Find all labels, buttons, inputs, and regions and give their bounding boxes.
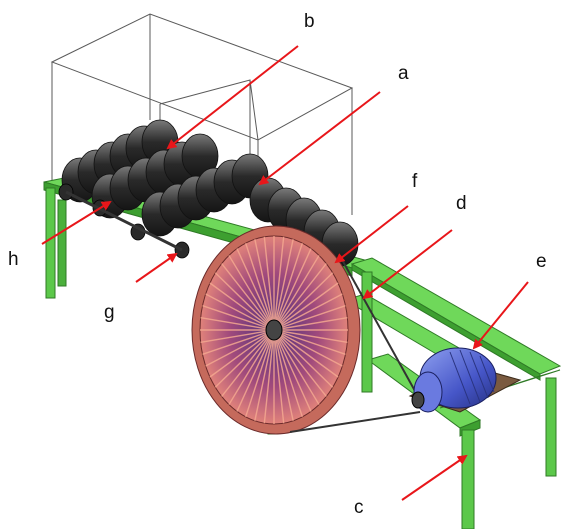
- wheel-spoke: [209, 329, 275, 378]
- wheel-spoke: [202, 305, 275, 331]
- arrow-d: [362, 229, 453, 300]
- wheel-spoke: [228, 329, 275, 405]
- motor: [408, 347, 522, 413]
- wheel-spoke: [221, 329, 275, 397]
- large-wheel: [191, 225, 361, 435]
- wheel-spoke: [214, 329, 275, 388]
- arrow-g: [135, 252, 178, 283]
- belt: [289, 255, 421, 433]
- wheel-spoke: [273, 329, 348, 343]
- label-a: a: [398, 63, 409, 84]
- label-h: h: [8, 249, 19, 270]
- arrow-c: [401, 454, 468, 501]
- wheel-spoke: [273, 329, 303, 418]
- arrow-e: [472, 281, 529, 350]
- wheel-spoke: [209, 282, 275, 331]
- label-b: b: [304, 11, 315, 32]
- wheel-spoke: [273, 263, 327, 331]
- drum-rollers: [58, 119, 359, 267]
- wheel-spoke: [273, 329, 334, 388]
- label-d: d: [456, 193, 467, 214]
- wheel-spoke: [273, 329, 339, 378]
- wheel-spoke: [273, 236, 285, 331]
- wheel-spoke: [273, 282, 339, 331]
- label-e: e: [536, 251, 547, 272]
- wheel-spoke: [273, 272, 334, 331]
- arrow-f: [334, 205, 409, 264]
- wheel-spoke: [273, 329, 327, 397]
- wheel-spoke: [263, 236, 275, 331]
- wheel-spoke: [202, 329, 275, 355]
- label-c: c: [354, 497, 364, 518]
- wheel-spoke: [273, 242, 303, 331]
- wheel-spoke: [273, 305, 346, 331]
- wheel-spoke: [228, 255, 275, 331]
- wheel-spoke: [245, 329, 275, 418]
- wheel-spoke: [205, 329, 275, 367]
- arrow-b: [166, 45, 299, 150]
- wheel-spoke: [273, 329, 346, 355]
- wheel-spoke: [205, 293, 275, 331]
- wheel-spoke: [273, 293, 343, 331]
- pointer-arrows: [41, 45, 529, 501]
- wheel-spoke: [263, 329, 275, 424]
- wheel-spoke: [236, 248, 275, 331]
- wheel-spoke: [273, 329, 285, 424]
- arrow-a: [258, 91, 381, 186]
- wheel-spoke: [273, 329, 294, 421]
- wheel-spoke: [236, 329, 275, 412]
- wheel-spoke: [254, 239, 275, 331]
- wheel-spoke: [254, 329, 275, 421]
- enclosure: [50, 13, 354, 215]
- wheel-spoke: [273, 329, 320, 405]
- arrow-h: [41, 200, 112, 245]
- wheel-spoke: [273, 239, 294, 331]
- wheel-spoke: [273, 329, 343, 367]
- wheel-spoke: [273, 255, 320, 331]
- wheel-spoke: [273, 317, 348, 331]
- label-g: g: [104, 302, 115, 323]
- wheel-spoke: [245, 242, 275, 331]
- wheel-spoke: [200, 329, 275, 343]
- wheel-spoke: [221, 263, 275, 331]
- wheel-spoke: [214, 272, 275, 331]
- wheel-spoke: [273, 248, 312, 331]
- label-f: f: [412, 171, 418, 192]
- wheel-spoke: [200, 317, 275, 331]
- wheel-spoke: [273, 329, 312, 412]
